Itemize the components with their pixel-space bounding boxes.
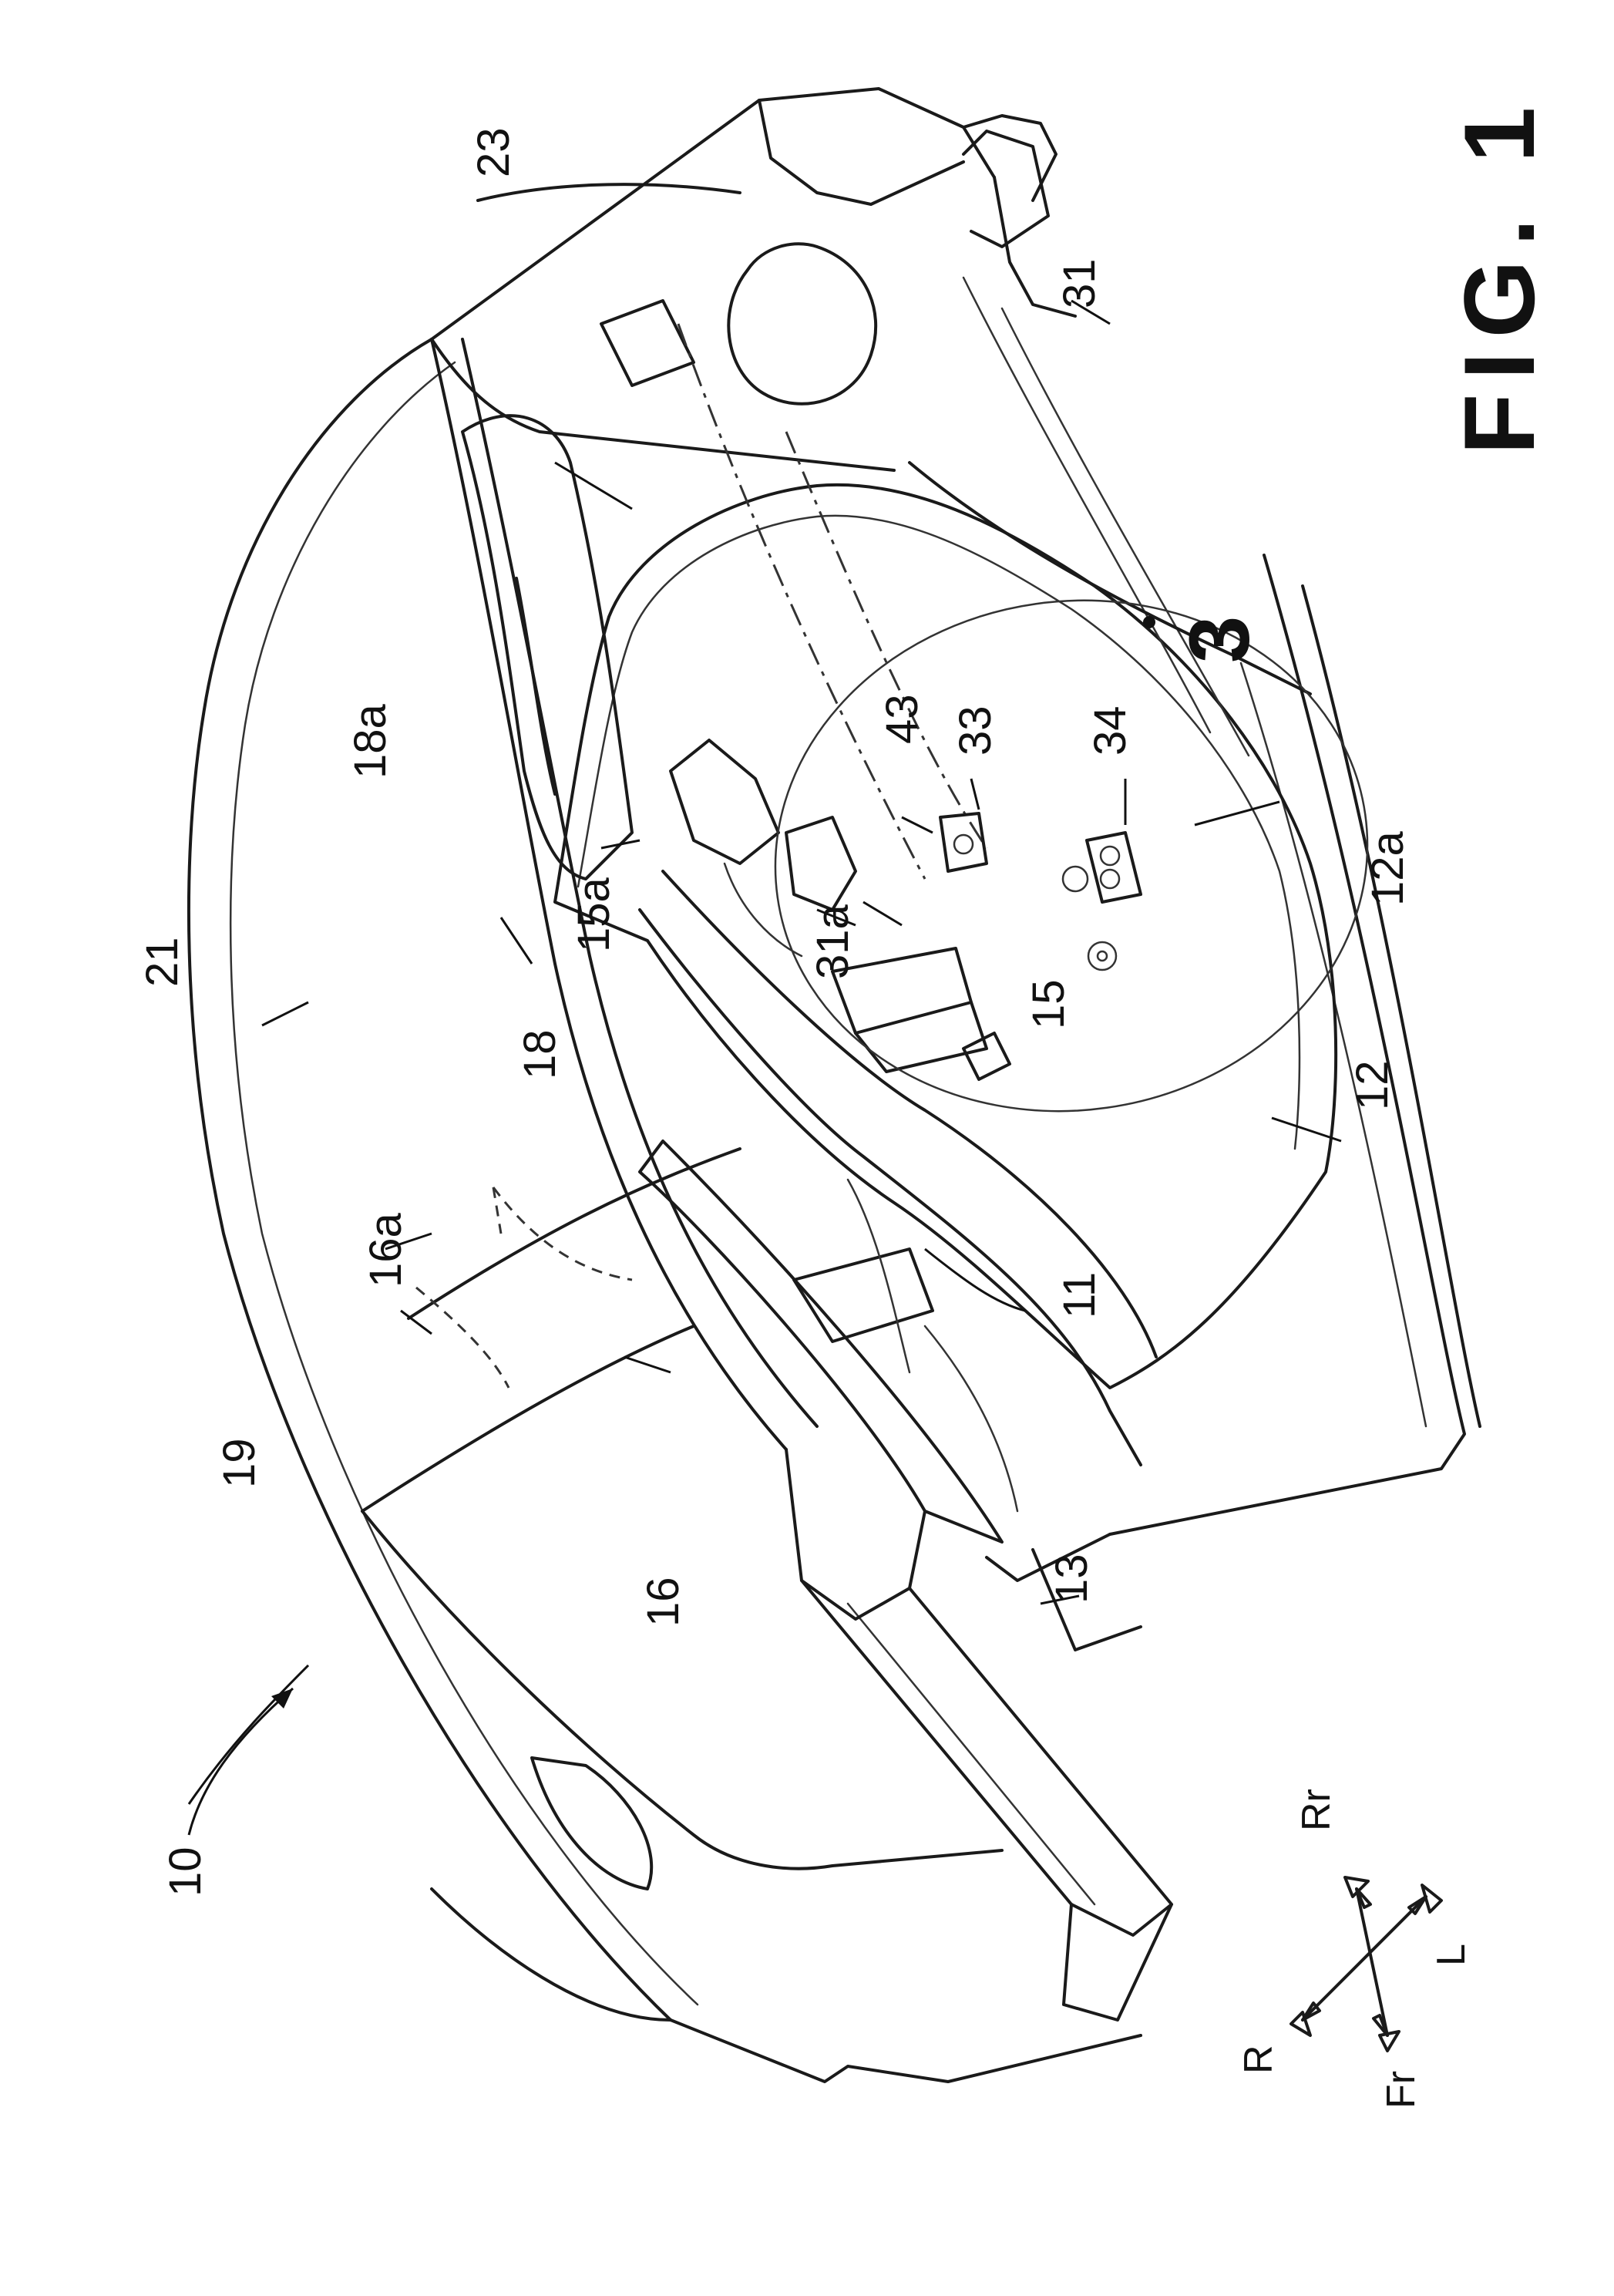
label-15: 15 — [1024, 979, 1074, 1029]
arrow-rr-r-axis — [1303, 1897, 1426, 2020]
fuel-lid — [728, 244, 876, 404]
label-16: 16 — [638, 1577, 688, 1627]
label-31a: 31a — [808, 904, 858, 979]
detail-marker-3: 3 — [1172, 616, 1267, 663]
label-12a: 12a — [1363, 830, 1413, 906]
label-21: 21 — [137, 937, 187, 987]
label-11: 11 — [1054, 1272, 1105, 1318]
label-43: 43 — [877, 694, 927, 744]
label-23: 23 — [469, 127, 519, 177]
dir-fr: Fr — [1379, 2071, 1424, 2109]
arrowhead-rr-icon — [1422, 1885, 1441, 1912]
center-pillar — [640, 871, 1156, 1511]
hidden-lines — [416, 324, 987, 1388]
label-33: 33 — [950, 705, 1000, 756]
leader-lines — [189, 301, 1341, 1804]
label-31: 31 — [1054, 258, 1105, 308]
arrowhead-l-icon — [1345, 1877, 1368, 1897]
direction-indicator: Rr L R Fr — [1236, 1789, 1474, 2109]
body-outline — [189, 89, 1141, 2082]
roof-side-rail — [432, 339, 817, 1449]
label-18a: 18a — [345, 703, 395, 779]
label-34: 34 — [1085, 705, 1135, 756]
dir-r: R — [1236, 2045, 1281, 2074]
label-16a: 16a — [361, 1212, 411, 1288]
dir-rr: Rr — [1294, 1789, 1339, 1831]
assembly-arrow — [189, 1688, 293, 1835]
detail-circle — [742, 563, 1400, 1150]
label-15a: 15a — [569, 877, 619, 952]
rear-quarter — [432, 131, 1310, 1079]
dir-l: L — [1429, 1944, 1474, 1966]
label-12: 12 — [1347, 1060, 1397, 1110]
figure-title: FIG. 1 — [1443, 93, 1555, 455]
label-10: 10 — [160, 1847, 210, 1897]
arrowhead-fr-icon — [1380, 2032, 1399, 2051]
label-13: 13 — [1047, 1554, 1097, 1604]
label-18: 18 — [515, 1029, 565, 1079]
reference-labels: 23 31 18a 21 15a 18 31a 15 43 43 33 34 1… — [137, 127, 1413, 1897]
hinge-parts — [940, 813, 1141, 970]
label-19: 19 — [214, 1438, 264, 1488]
